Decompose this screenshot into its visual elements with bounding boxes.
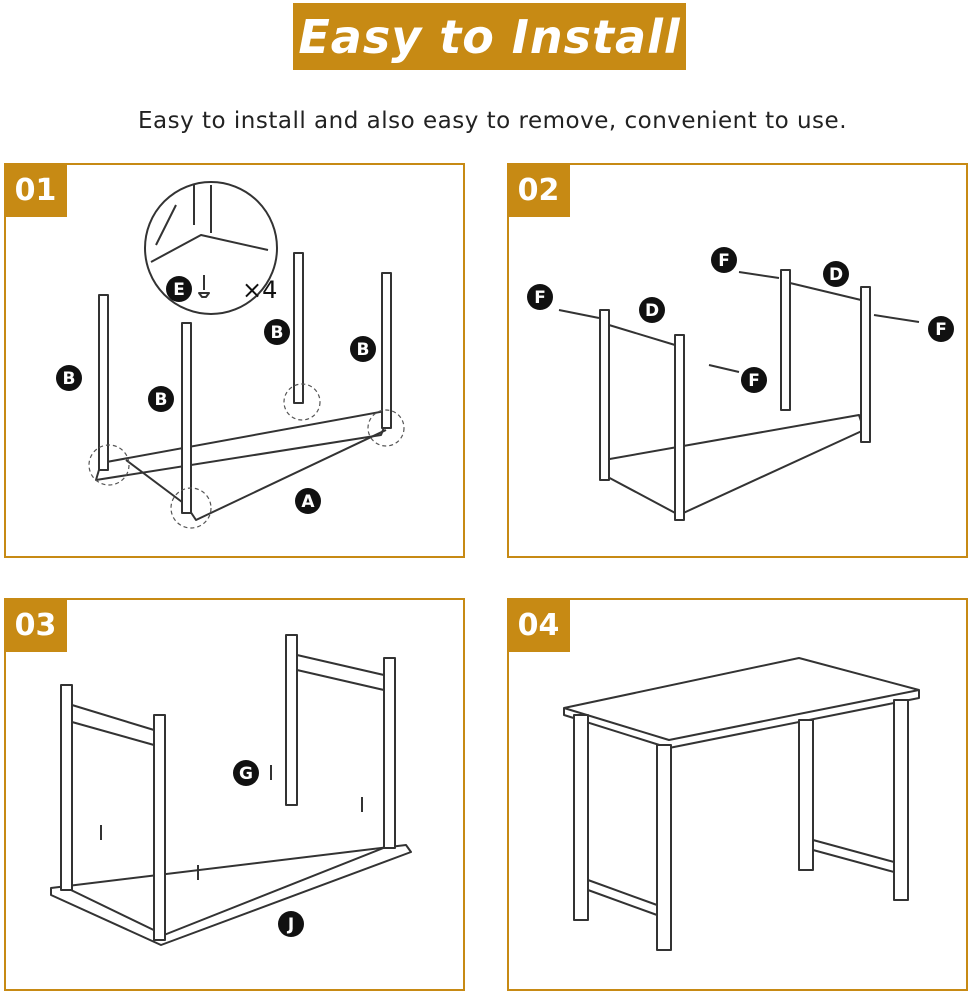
leg-right [893, 699, 909, 901]
svg-text:B: B [63, 369, 76, 389]
label-b-mid: B [148, 386, 174, 412]
svg-text:G: G [239, 764, 253, 784]
step-number: 04 [507, 598, 570, 652]
leg-4 [860, 286, 871, 443]
svg-text:A: A [301, 492, 315, 512]
label-e: E [166, 276, 192, 302]
step-3-panel: G J 03 [4, 598, 465, 991]
crossbars [71, 654, 385, 746]
leg-3 [780, 269, 791, 411]
leg-3 [285, 634, 298, 806]
detail-screw [198, 275, 210, 298]
svg-text:D: D [829, 265, 843, 285]
label-b-right: B [350, 336, 376, 362]
step-number: 01 [4, 163, 67, 217]
svg-text:B: B [271, 323, 284, 343]
svg-text:D: D [645, 301, 659, 321]
label-j: J [278, 911, 304, 937]
svg-text:F: F [935, 320, 947, 340]
leg-front-right [656, 744, 672, 951]
svg-text:F: F [534, 288, 546, 308]
leg-front-left [573, 714, 589, 921]
frame-a [95, 409, 392, 481]
label-g: G [233, 760, 259, 786]
label-f-2: F [711, 247, 737, 273]
label-f-1: F [527, 284, 553, 310]
label-d-2: D [823, 261, 849, 287]
step-2-panel: F D F D F F 02 [507, 163, 968, 558]
step-1-panel: ×4 E B B B B A 01 [4, 163, 465, 558]
step-4-panel: 04 [507, 598, 968, 991]
quantity-label: ×4 [242, 276, 277, 304]
label-f-3: F [928, 316, 954, 342]
leg-2 [153, 714, 166, 941]
label-b-left: B [56, 365, 82, 391]
svg-text:J: J [287, 915, 294, 935]
label-d-1: D [639, 297, 665, 323]
label-a: A [295, 488, 321, 514]
page-subtitle: Easy to install and also easy to remove,… [137, 108, 848, 134]
frame [603, 414, 865, 516]
tabletop-j [50, 844, 412, 946]
leg-2 [181, 322, 192, 514]
leg-back [798, 719, 814, 871]
desk-top [563, 657, 920, 741]
step-1-diagram: ×4 E B B B B A [56, 181, 405, 529]
svg-text:F: F [718, 251, 730, 271]
lower-bars [587, 839, 895, 916]
leg-3 [293, 252, 304, 404]
step-3-diagram: G J [50, 634, 412, 946]
leg-1 [60, 684, 73, 891]
leg-4 [383, 657, 396, 849]
step-number: 02 [507, 163, 570, 217]
title-banner: Easy to Install [293, 3, 686, 70]
screws-g [100, 765, 363, 880]
leg-1 [599, 309, 610, 481]
svg-text:B: B [155, 390, 168, 410]
leg-4 [381, 272, 392, 429]
bolts-f [558, 271, 920, 373]
leg-1 [98, 294, 109, 471]
step-number: 03 [4, 598, 67, 652]
svg-text:B: B [357, 340, 370, 360]
step-4-diagram [563, 657, 920, 951]
label-f-4: F [741, 367, 767, 393]
crossbars-d [608, 282, 862, 346]
detail-corner [150, 234, 269, 263]
svg-text:E: E [173, 280, 185, 300]
svg-text:F: F [748, 371, 760, 391]
leg-2 [674, 334, 685, 521]
detail-leg [155, 185, 212, 246]
label-b-back: B [264, 319, 290, 345]
step-2-diagram: F D F D F F [527, 247, 954, 521]
page-title: Easy to Install [298, 9, 681, 64]
